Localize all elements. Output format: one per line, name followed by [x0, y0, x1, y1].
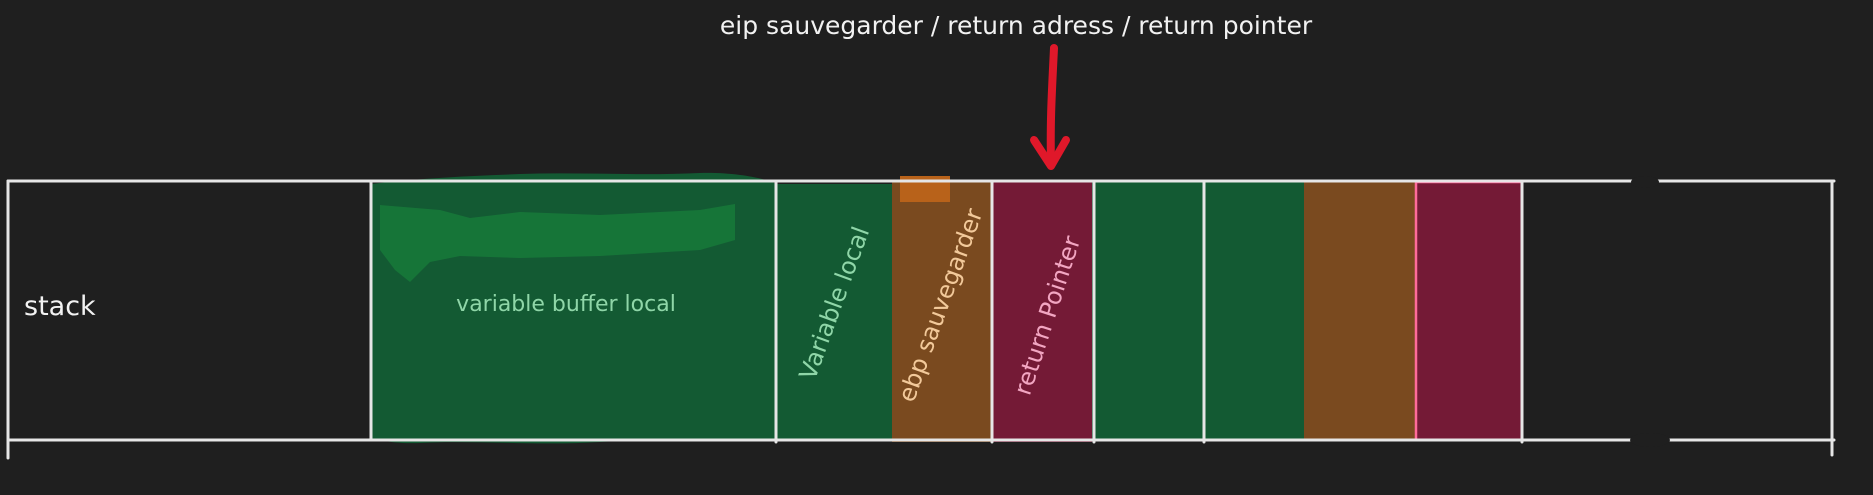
erase-top — [1631, 176, 1659, 188]
segment-return-pointer — [992, 180, 1092, 442]
annotation-label: eip sauvegarder / return adress / return… — [720, 11, 1313, 40]
segment-frame2-a — [1092, 182, 1204, 440]
arrow-head — [1030, 136, 1070, 170]
segment-local-var — [776, 184, 892, 440]
segment-label-buffer: variable buffer local — [456, 292, 676, 317]
segment-saved-ebp — [892, 180, 992, 442]
arrow-icon — [1030, 44, 1070, 170]
buffer-overfill-mark — [380, 204, 735, 282]
stack-outline — [6, 179, 1836, 460]
stack-label: stack — [24, 291, 96, 322]
segment-frame2-b — [1204, 182, 1304, 440]
erase-bottom — [1630, 433, 1670, 447]
arrow-shaft — [1046, 44, 1058, 168]
erased-marks — [1630, 176, 1670, 447]
segment-frame2-ebp — [1304, 182, 1416, 440]
segment-frame2-ret — [1416, 182, 1522, 440]
stack-segments — [371, 172, 1524, 444]
